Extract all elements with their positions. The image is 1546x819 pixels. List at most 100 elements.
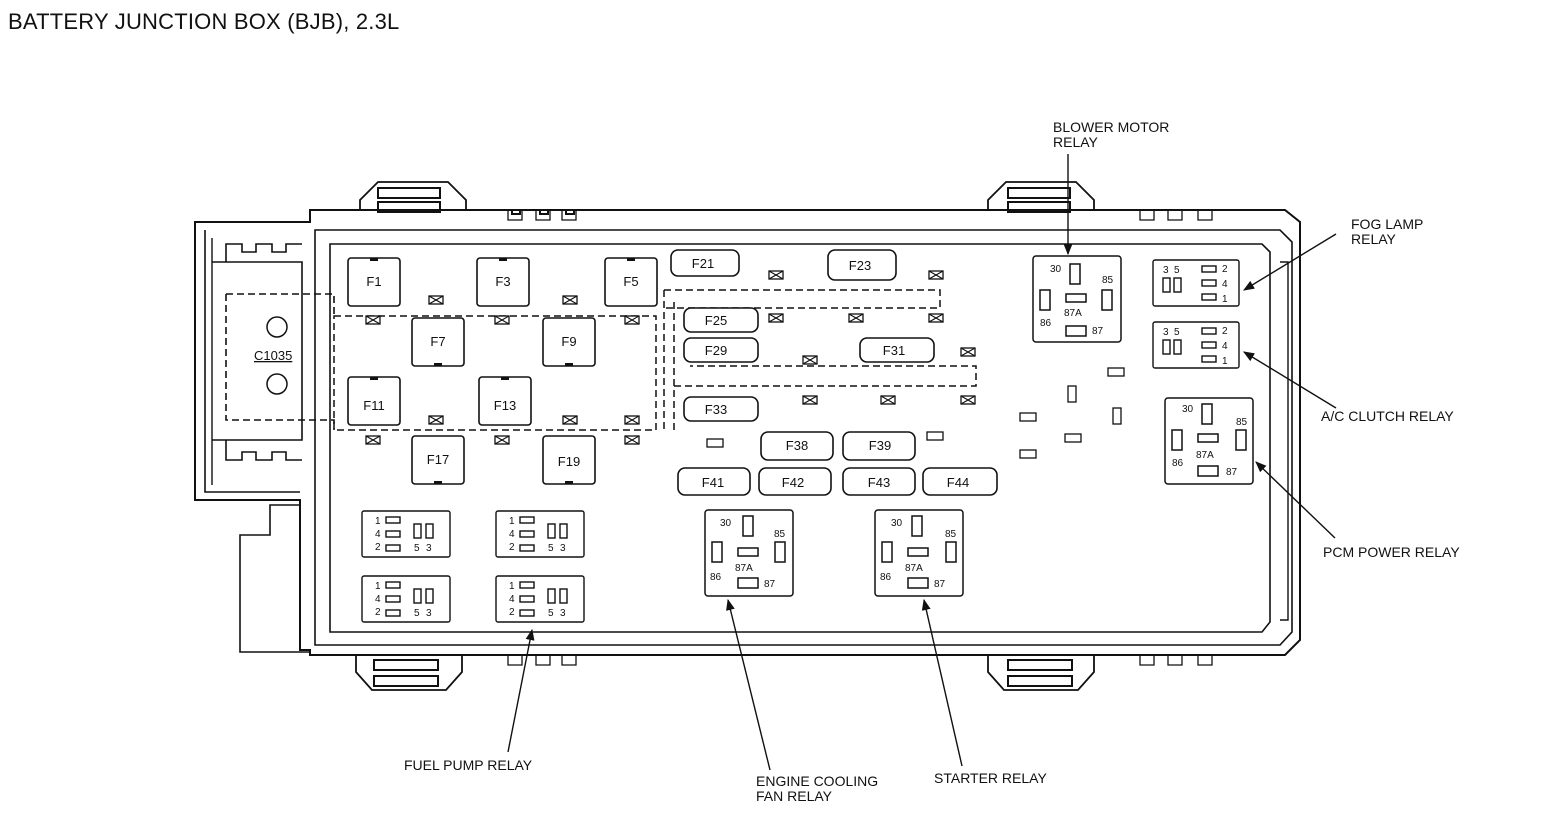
page-title: BATTERY JUNCTION BOX (BJB), 2.3L [8,9,400,34]
svg-text:F33: F33 [705,402,727,417]
svg-text:3: 3 [560,608,566,619]
svg-text:4: 4 [1222,341,1228,352]
svg-text:F21: F21 [692,256,714,271]
fuse-F5: F5 [604,257,658,307]
fuse-F39: F39 [842,431,916,461]
fuse-F38: F38 [760,431,834,461]
fuse-F1: F1 [347,257,401,307]
fuse-F44: F44 [922,467,998,496]
relays-large: 30 85 86 87A 87 30 85 86 87A 87 [704,255,1254,597]
svg-text:2: 2 [375,542,381,553]
svg-text:30: 30 [720,518,732,529]
svg-text:87A: 87A [1064,308,1082,319]
label-line: FOG LAMP [1351,216,1424,232]
svg-text:F42: F42 [782,475,804,490]
fuse-F3: F3 [476,257,530,307]
fuse-F41: F41 [677,467,751,496]
label-line: FAN RELAY [756,788,832,804]
svg-text:1: 1 [509,581,515,592]
svg-text:30: 30 [1182,404,1194,415]
relay-fuel-pump: 1 4 2 5 3 [495,575,585,623]
svg-text:3: 3 [560,543,566,554]
callout-leaders [507,154,1337,771]
svg-text:F39: F39 [869,438,891,453]
svg-text:4: 4 [375,529,381,540]
svg-text:85: 85 [774,529,786,540]
label-line: RELAY [1053,134,1098,150]
fuse-F11: F11 [347,376,401,426]
svg-text:4: 4 [1222,279,1228,290]
svg-text:2: 2 [1222,326,1228,337]
connector-label: C1035 [254,348,292,363]
fuses: F1 F3 F5 F7 F9 F11 F13 F17 F19 F21 F23 F… [347,249,1125,496]
svg-text:F31: F31 [883,343,905,358]
label-blower-motor-relay: BLOWER MOTOR RELAY [1053,120,1169,150]
svg-text:F11: F11 [363,398,384,413]
fuse-F17: F17 [411,435,465,485]
svg-text:F9: F9 [561,334,576,349]
label-line: BLOWER MOTOR [1053,119,1170,135]
svg-text:F29: F29 [705,343,727,358]
svg-text:86: 86 [1040,318,1052,329]
fuse-F31: F31 [859,337,935,363]
relays-small: 3 5 2 4 1 3 5 2 4 1 1 4 2 5 3 [361,259,1240,623]
relay-mini-3: 1 4 2 5 3 [361,575,451,623]
housing-outline [194,181,1301,691]
svg-text:87: 87 [1226,467,1238,478]
svg-text:2: 2 [509,607,515,618]
svg-text:F25: F25 [705,313,727,328]
label-line: RELAY [1351,231,1396,247]
relay-ac-clutch: 3 5 2 4 1 [1152,321,1240,369]
svg-text:F1: F1 [366,274,381,289]
svg-text:85: 85 [1236,417,1248,428]
connector-c1035: C1035 [225,293,335,430]
fuse-F43: F43 [842,467,916,496]
svg-text:F5: F5 [623,274,638,289]
label-line: ENGINE COOLING [756,773,879,789]
fuse-F9: F9 [542,317,596,367]
fuse-F19: F19 [542,435,596,485]
svg-text:85: 85 [945,529,957,540]
fuse-F7: F7 [411,317,465,367]
svg-text:F43: F43 [868,475,890,490]
svg-text:5: 5 [414,608,420,619]
svg-text:2: 2 [375,607,381,618]
fuse-F23: F23 [827,249,897,281]
svg-text:4: 4 [509,594,515,605]
svg-text:87A: 87A [735,563,753,574]
label-pcm-power-relay: PCM POWER RELAY [1323,544,1460,560]
relay-starter: 30 85 86 87A 87 [874,509,964,597]
svg-text:F17: F17 [427,452,449,467]
svg-text:87A: 87A [1196,450,1214,461]
fuse-F13: F13 [478,376,532,426]
svg-text:F13: F13 [494,398,516,413]
svg-text:87A: 87A [905,563,923,574]
label-fuel-pump-relay: FUEL PUMP RELAY [404,757,533,773]
svg-text:30: 30 [891,518,903,529]
fuse-F25: F25 [683,307,759,333]
fuse-F29: F29 [683,337,759,363]
fuse-F33: F33 [683,396,759,422]
svg-text:F7: F7 [430,334,445,349]
svg-text:86: 86 [710,572,722,583]
relay-engine-cooling-fan: 30 85 86 87A 87 [704,509,794,597]
relay-fog-lamp: 3 5 2 4 1 [1152,259,1240,307]
svg-text:5: 5 [1174,265,1180,276]
svg-text:3: 3 [426,608,432,619]
svg-text:1: 1 [375,516,381,527]
svg-text:3: 3 [426,543,432,554]
svg-text:F44: F44 [947,475,969,490]
svg-text:85: 85 [1102,275,1114,286]
svg-text:F3: F3 [495,274,510,289]
relay-pcm-power: 30 85 86 87A 87 [1164,397,1254,485]
svg-text:86: 86 [1172,458,1184,469]
svg-text:1: 1 [375,581,381,592]
svg-text:4: 4 [375,594,381,605]
fuse-F21: F21 [670,249,740,277]
svg-text:F41: F41 [702,475,724,490]
svg-text:5: 5 [414,543,420,554]
label-starter-relay: STARTER RELAY [934,770,1047,786]
label-engine-cooling-fan-relay: ENGINE COOLING FAN RELAY [756,774,878,804]
relay-blower-motor: 30 85 86 87A 87 [1032,255,1122,343]
